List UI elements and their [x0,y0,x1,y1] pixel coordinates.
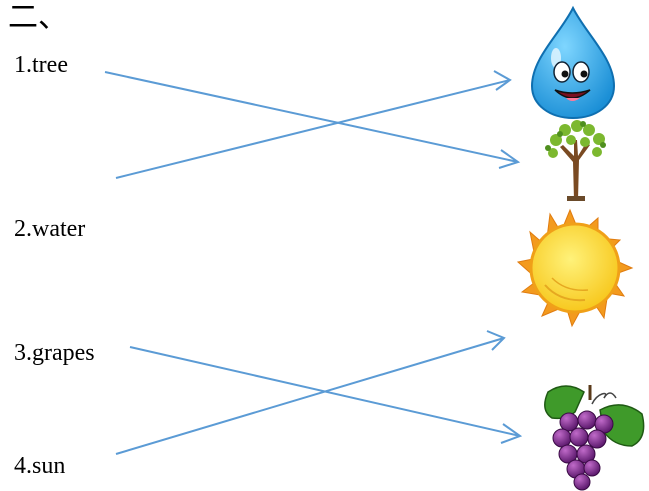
word-sun: 4.sun [14,453,66,479]
word-tree: 1.tree [14,52,68,78]
word-water: 2.water [14,216,86,242]
water-drop-icon [530,5,616,120]
line-tree-to-tree-picture [104,71,521,169]
section-number: 二、 [8,1,68,34]
word-grapes: 3.grapes [14,340,95,366]
line-grapes-to-grapes-picture [129,346,523,444]
line-sun-to-sun-picture [115,330,506,455]
grapes-icon [544,385,645,491]
answer-lines [104,70,523,455]
sun-icon [516,208,634,328]
tree-icon [545,120,606,201]
line-water-to-drop-picture [115,70,512,179]
